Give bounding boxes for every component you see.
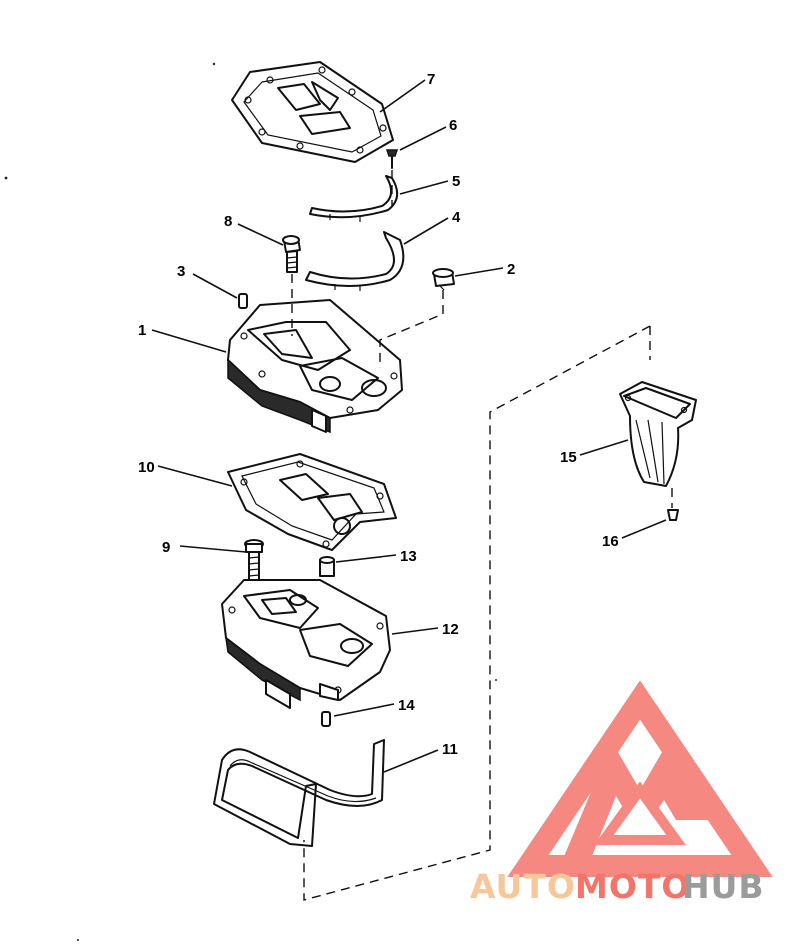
part-2-fitting	[432, 268, 455, 291]
callout-15: 15	[560, 449, 577, 466]
callout-11: 11	[442, 741, 458, 758]
watermark-text-hub: HUB	[682, 867, 765, 906]
leader-14	[333, 703, 395, 717]
part-7-gasket	[231, 61, 394, 163]
callout-6: 6	[449, 117, 457, 134]
callout-10: 10	[138, 459, 155, 476]
part-10-gasket	[227, 453, 397, 551]
alignment-line-upper-2	[379, 290, 444, 368]
part-13-sleeve	[319, 556, 335, 577]
leader-2	[454, 267, 504, 277]
leader-7	[379, 79, 426, 113]
callout-4: 4	[452, 209, 461, 226]
part-8-bolt	[282, 235, 301, 273]
callout-14: 14	[398, 697, 415, 714]
leader-3	[192, 273, 238, 299]
part-11-seal	[213, 739, 385, 847]
watermark-inner-triangle	[594, 781, 686, 845]
leader-13	[335, 554, 397, 563]
callout-3: 3	[177, 263, 185, 280]
callout-13: 13	[400, 548, 417, 565]
leader-8	[237, 223, 284, 246]
speck	[212, 62, 216, 66]
part-5-seal-strip	[309, 175, 399, 222]
watermark-text-moto: MOTO	[575, 867, 690, 906]
alignment-line-main	[303, 325, 651, 901]
speck	[4, 176, 8, 180]
part-1-housing	[227, 299, 403, 434]
part-14-pin	[321, 711, 331, 727]
callout-16: 16	[602, 533, 619, 550]
callout-9: 9	[162, 539, 170, 556]
leader-11	[383, 749, 439, 773]
part-15-cup	[619, 381, 697, 487]
callout-2: 2	[507, 261, 515, 278]
part-6-screw	[385, 149, 399, 169]
part-16-screw	[667, 509, 679, 521]
callout-12: 12	[442, 621, 459, 638]
watermark-triangle-icon	[507, 680, 773, 877]
leader-9	[179, 545, 247, 553]
leader-16	[621, 519, 667, 539]
watermark-wordmark: AUTO MOTO HUB	[470, 867, 765, 906]
leader-4	[403, 217, 449, 245]
part-12-housing	[221, 579, 391, 709]
part-9-bolt	[244, 539, 264, 581]
callout-5: 5	[452, 173, 460, 190]
speck	[495, 679, 497, 681]
leader-1	[151, 329, 227, 353]
leader-6	[399, 126, 447, 151]
speck	[77, 939, 79, 941]
leader-5	[399, 180, 449, 195]
part-4-seal-strip	[305, 231, 405, 291]
watermark-logo	[507, 680, 773, 877]
leader-10	[157, 465, 233, 487]
leader-12	[391, 627, 439, 635]
callout-1: 1	[138, 322, 146, 339]
leader-15	[579, 439, 629, 456]
callout-8: 8	[224, 213, 232, 230]
part-3-dowel	[238, 293, 248, 309]
watermark-text-auto: AUTO	[470, 867, 576, 906]
callout-7: 7	[427, 71, 435, 88]
